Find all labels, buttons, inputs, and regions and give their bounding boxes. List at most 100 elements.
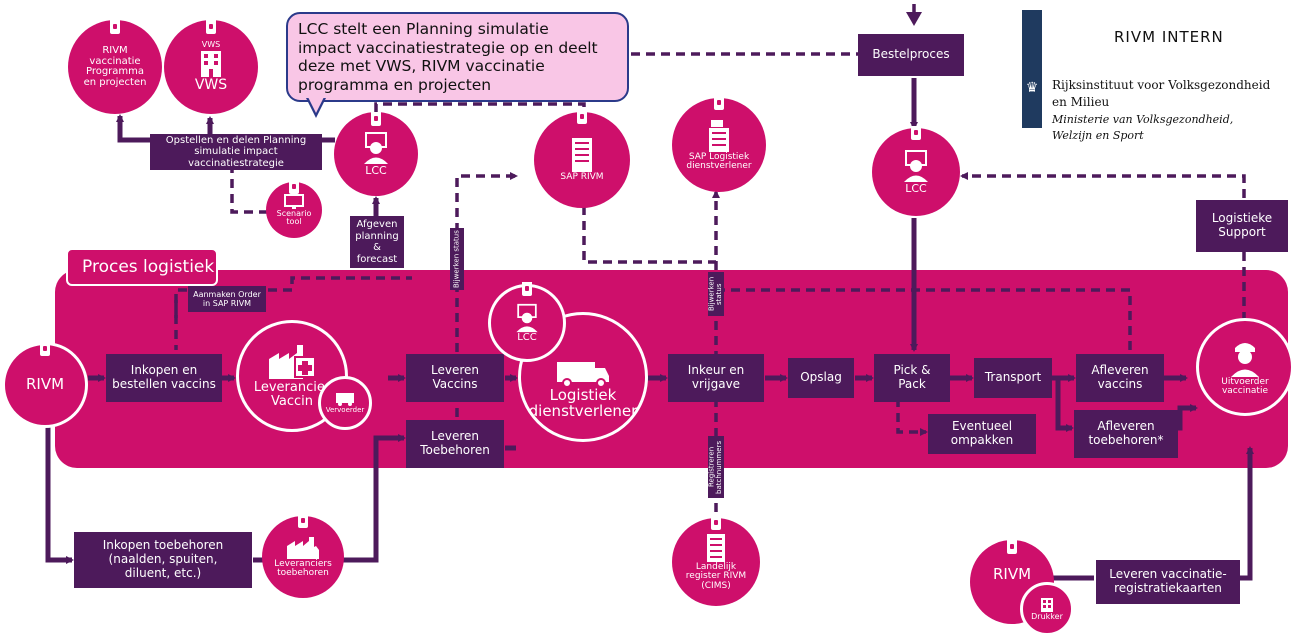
flow-kaarten-to-uitvoerder xyxy=(1240,446,1254,581)
dashed-sap-down xyxy=(582,206,716,264)
circle-rivm-left-label: RIVM xyxy=(25,375,65,394)
flag-icon xyxy=(577,110,587,124)
arrow-bestelproces-top xyxy=(906,12,922,26)
label-bijwerken-status-2: Bijwerken status xyxy=(708,272,724,316)
dashed-opstellen-to-scenario xyxy=(230,164,272,214)
box-afgeven-planning: Afgeven planning & forecast xyxy=(350,216,404,268)
org-name-line-1: Rijksinstituut voor Volksgezondheid xyxy=(1052,78,1271,92)
box-inkopen-toebehoren: Inkopen toebehoren (naalden, spuiten, di… xyxy=(74,532,252,588)
dashed-lcc-to-sap xyxy=(374,102,586,112)
box-transport: Transport xyxy=(974,358,1052,398)
org-name-line-2: en Milieu xyxy=(1052,95,1110,109)
box-leveren-vaccins: Leveren Vaccins xyxy=(406,354,504,402)
flag-icon xyxy=(911,126,921,140)
flag-icon xyxy=(206,20,216,34)
server-icon xyxy=(709,119,729,152)
box-afleveren-toebehoren: Afleveren toebehoren* xyxy=(1074,410,1178,458)
building-icon xyxy=(201,50,221,77)
circle-leverancier-label: Leverancier Vaccin xyxy=(253,380,331,409)
van-icon xyxy=(557,362,609,389)
planning-callout: LCC stelt een Planning simulatie impact … xyxy=(286,12,629,102)
ministry-line-1: Ministerie van Volksgezondheid, xyxy=(1052,113,1234,126)
rijksoverheid-logo xyxy=(1022,10,1042,128)
box-leveren-registratiekaarten: Leveren vaccinatie- registratiekaarten xyxy=(1096,560,1240,604)
circle-leveranciers-label: Leveranciers toebehoren xyxy=(274,558,332,578)
box-inkopen-bestellen: Inkopen en bestellen vaccins xyxy=(106,354,222,402)
truck-icon xyxy=(336,393,354,407)
circle-sap-rivm-label: SAP RIVM xyxy=(560,172,604,183)
circle-lcc-top: LCC xyxy=(334,112,418,196)
circle-vws-small-label: VWS xyxy=(201,40,221,50)
box-opstellen-planning: Opstellen en delen Planning simulatie im… xyxy=(150,134,322,170)
circle-logistiek-dienstverlener: Logistiek dienstverlener xyxy=(518,312,648,442)
factory-icon xyxy=(269,345,316,380)
agent-icon xyxy=(904,150,928,183)
circle-leveranciers-toebehoren: Leveranciers toebehoren xyxy=(262,516,344,598)
flag-icon xyxy=(1007,540,1017,554)
factory-icon xyxy=(287,536,319,559)
box-opslag: Opslag xyxy=(788,358,854,398)
circle-rivm-left: RIVM xyxy=(2,342,88,428)
nurse-icon xyxy=(1231,342,1259,377)
building-icon xyxy=(1041,597,1053,612)
circle-uitvoerder-vaccinatie: Uitvoerder vaccinatie xyxy=(1196,318,1294,416)
circle-vervoerder: Vervoerder xyxy=(318,376,372,430)
flow-transport-to-toebehoren xyxy=(1055,378,1074,432)
flag-icon xyxy=(298,514,308,528)
callout-tail-fill xyxy=(308,97,324,113)
circle-rivm-bottom-label: RIVM xyxy=(992,565,1032,584)
circle-sap-logistiek: SAP Logistiek dienstverlener xyxy=(672,98,766,192)
flow-leveranciers-to-leveren-toeb xyxy=(338,434,406,563)
flag-icon xyxy=(371,112,381,126)
circle-lcc-mid: LCC xyxy=(488,284,566,362)
dashed-pick-to-eventueel xyxy=(896,398,928,436)
label-bijwerken-status-1: Bijwerken status xyxy=(450,228,464,290)
flow-rivm-down xyxy=(45,412,74,564)
circle-sap-logistiek-label: SAP Logistiek dienstverlener xyxy=(686,151,752,171)
circle-drukker: Drukker xyxy=(1020,582,1074,636)
box-inkeur-vrijgave: Inkeur en vrijgave xyxy=(668,354,764,402)
circle-drukker-label: Drukker xyxy=(1031,611,1063,621)
label-registreren-batchnummers: Registreren batchnummers xyxy=(708,436,724,498)
circle-vws-label: VWS xyxy=(194,76,228,93)
circle-lcc-right: LCC xyxy=(872,128,960,216)
monitor-icon xyxy=(284,193,304,209)
agent-icon xyxy=(516,303,538,332)
flow-toebehoren-to-uitvoerder xyxy=(1176,404,1198,431)
circle-landelijk-label: Landelijk register RIVM (CIMS) xyxy=(685,561,747,591)
box-bestelproces: Bestelproces xyxy=(858,34,964,76)
server-icon xyxy=(707,533,725,562)
circle-vervoerder-label: Vervoerder xyxy=(325,406,365,415)
box-afleveren-vaccins: Afleveren vaccins xyxy=(1076,354,1164,402)
flag-icon xyxy=(289,180,299,194)
crest-icon: ♛ xyxy=(1025,80,1039,96)
circle-uitvoerder-label: Uitvoerder vaccinatie xyxy=(1221,376,1269,396)
flag-icon xyxy=(40,342,50,356)
box-aanmaken-order: Aanmaken Order in SAP RIVM xyxy=(188,286,266,312)
dashed-logistiek-to-lcc xyxy=(960,172,1246,198)
flag-icon xyxy=(714,96,724,110)
agent-icon xyxy=(364,132,388,165)
circle-lcc-top-label: LCC xyxy=(365,164,387,178)
classification-label: RIVM INTERN xyxy=(1114,28,1224,46)
circle-rivm-programma-label: RIVM vaccinatie Programma en projecten xyxy=(83,45,147,88)
box-eventueel-ompakken: Eventueel ompakken xyxy=(928,414,1036,454)
section-label: Proces logistiek xyxy=(66,248,218,286)
box-pick-pack: Pick & Pack xyxy=(874,354,950,402)
circle-logistiek-label: Logistiek dienstverlener xyxy=(528,386,638,420)
flow-opstellen-to-programma xyxy=(116,114,150,143)
ministry-line-2: Welzijn en Sport xyxy=(1052,129,1144,142)
circle-scenario-label: Scenario tool xyxy=(276,208,312,226)
box-leveren-toebehoren: Leveren Toebehoren xyxy=(406,420,504,468)
circle-sap-rivm: SAP RIVM xyxy=(534,112,630,208)
circle-lcc-mid-label: LCC xyxy=(517,331,537,343)
flag-icon xyxy=(711,516,721,530)
circle-rivm-programma: RIVM vaccinatie Programma en projecten xyxy=(68,20,162,114)
circle-vws: VWS VWS xyxy=(164,20,258,114)
circle-lcc-right-label: LCC xyxy=(905,182,927,196)
circle-landelijk-register: Landelijk register RIVM (CIMS) xyxy=(672,518,760,606)
flag-icon xyxy=(522,282,532,296)
box-logistieke-support: Logistieke Support xyxy=(1196,200,1288,252)
dashed-bijwerken-1 xyxy=(455,172,518,352)
